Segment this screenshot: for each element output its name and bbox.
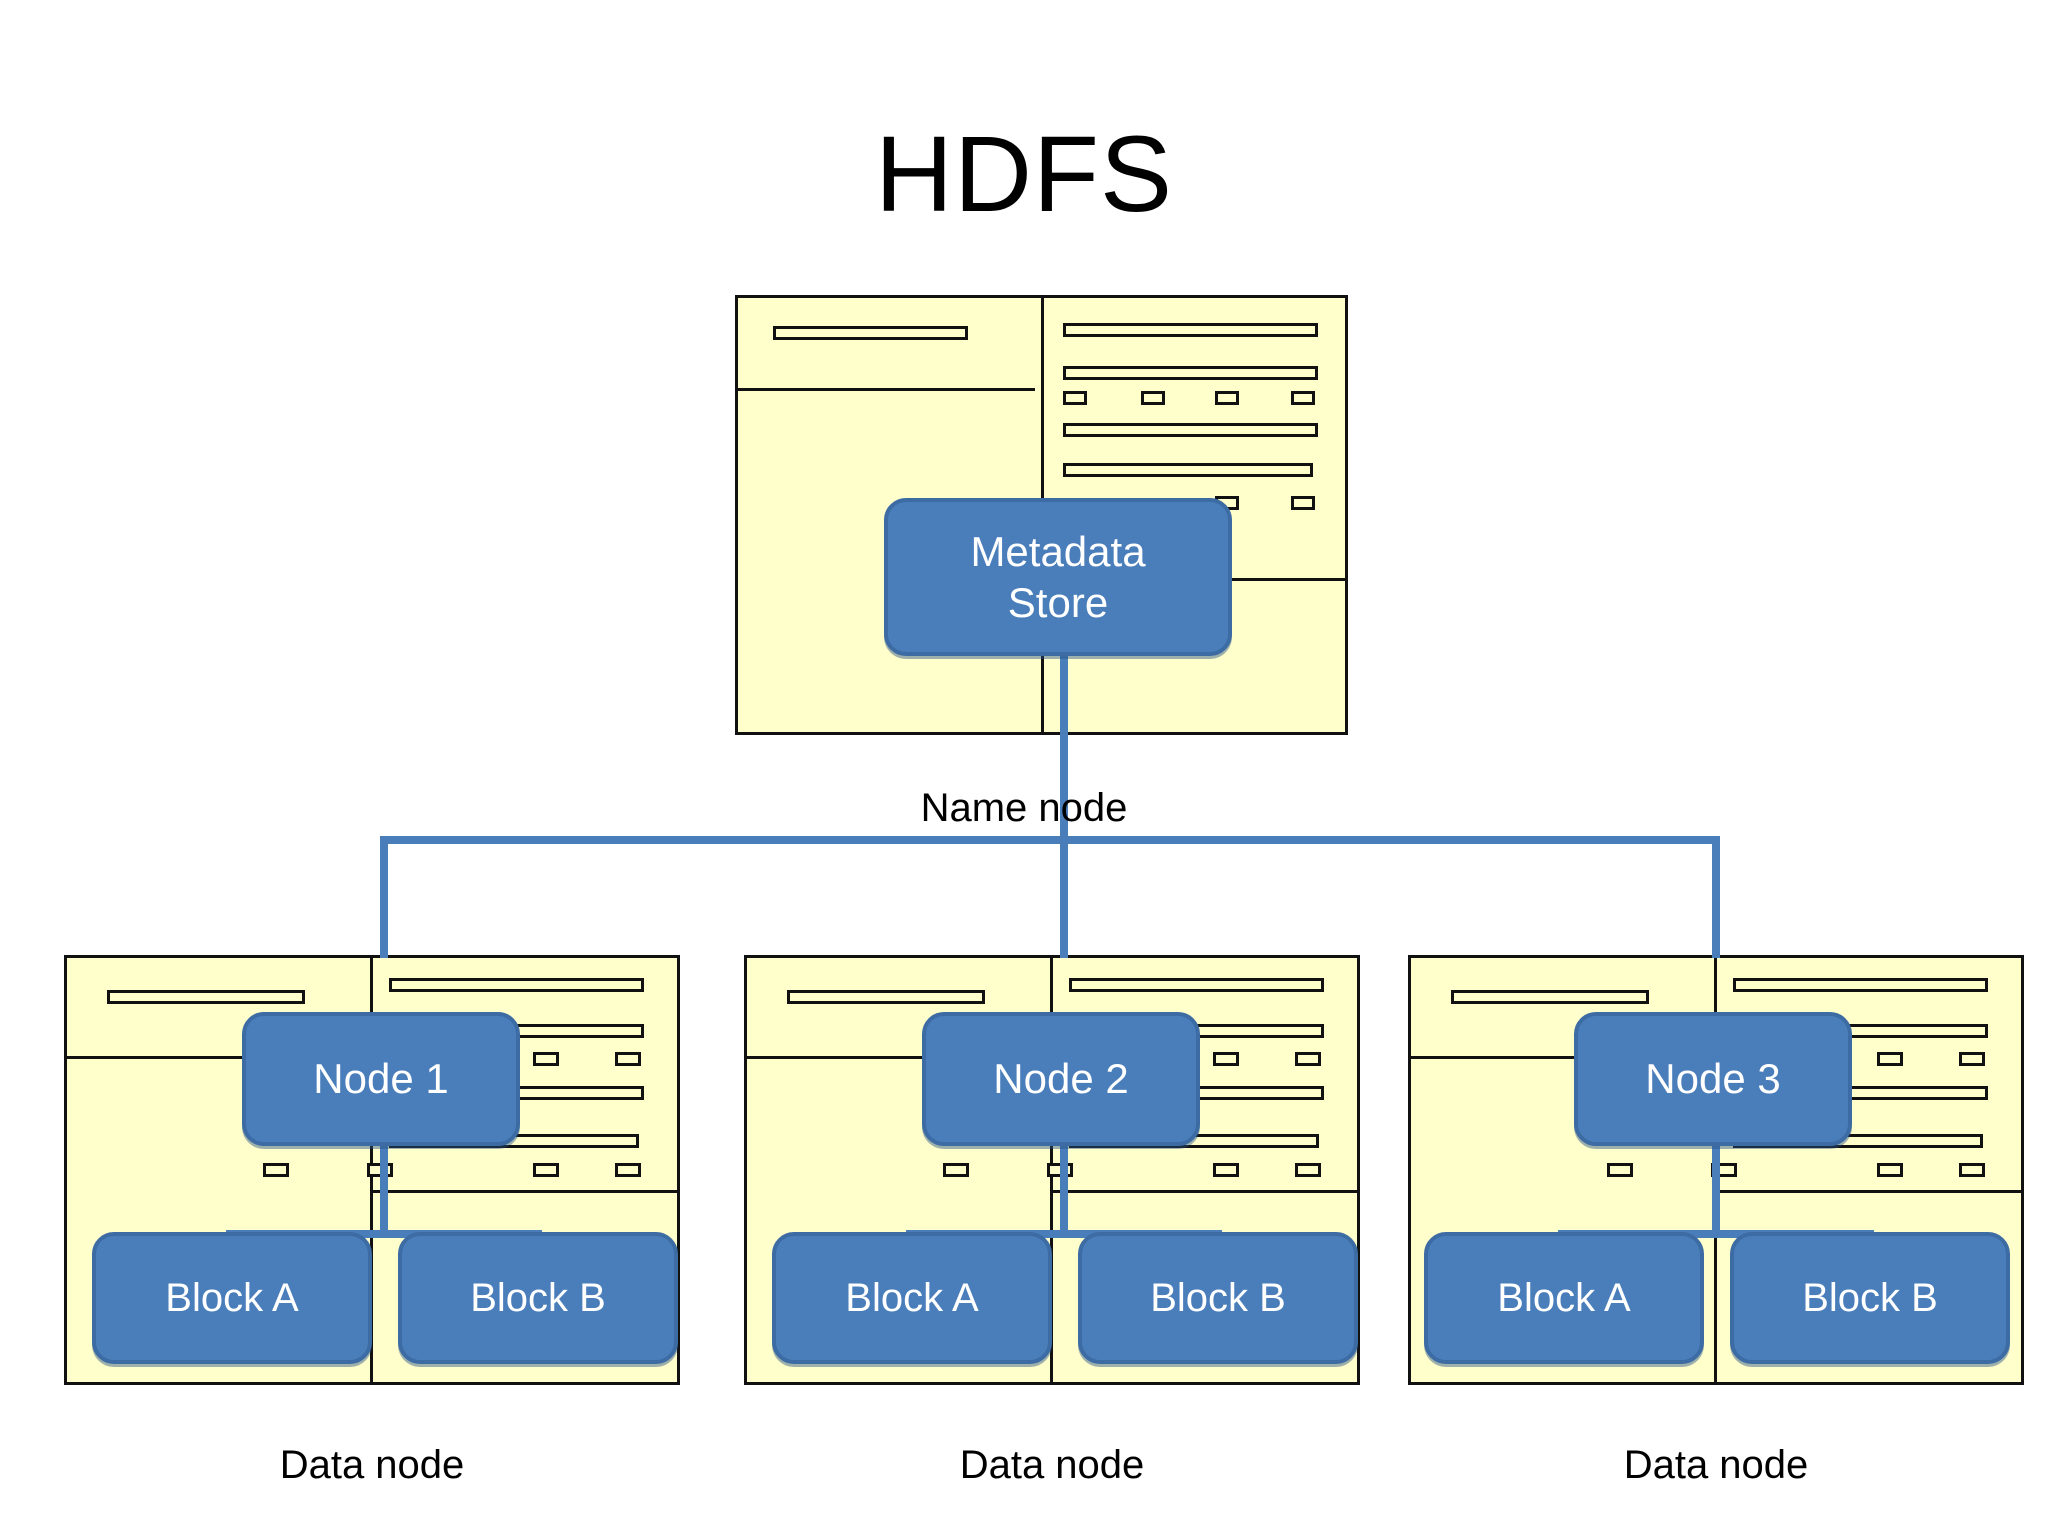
page-title: HDFS [875, 113, 1173, 234]
data-node-2-block-a[interactable]: Block A [772, 1232, 1052, 1364]
data-node-2-chip-2 [1295, 1052, 1321, 1066]
metadata-store-label-line2: Store [1007, 579, 1109, 626]
name-node-chip-3 [1215, 391, 1239, 405]
data-node-1-chip-5 [533, 1163, 559, 1177]
connector-drop-right [1712, 836, 1720, 958]
data-node-3-node-label: Node 3 [1645, 1055, 1781, 1103]
connector-bus-horizontal [380, 836, 1720, 844]
data-node-2-chip-1 [1213, 1052, 1239, 1066]
name-node-chip-4 [1291, 391, 1315, 405]
name-node-bay-r4 [1063, 463, 1313, 477]
data-node-3-bay-left [1451, 990, 1649, 1004]
data-node-2-chip-6 [1295, 1163, 1321, 1177]
data-node-2-left-divider [747, 1056, 1044, 1059]
connector-node3-branch [1558, 1230, 1874, 1238]
data-node-3-node-box[interactable]: Node 3 [1574, 1012, 1852, 1146]
connector-node2-stem [1060, 1115, 1068, 1235]
data-node-3-block-a[interactable]: Block A [1424, 1232, 1704, 1364]
name-node-bay-r2 [1063, 366, 1318, 380]
data-node-3-caption: Data node [1623, 1443, 1809, 1487]
data-node-1-block-b[interactable]: Block B [398, 1232, 678, 1364]
data-node-3-chip-6 [1959, 1163, 1985, 1177]
data-node-2-right-divider [1050, 1190, 1357, 1193]
data-node-1-caption: Data node [279, 1443, 465, 1487]
data-node-1-bay-r1 [389, 978, 644, 992]
name-node-left-divider [738, 388, 1035, 391]
data-node-3-block-b-label: Block B [1802, 1275, 1938, 1320]
data-node-3-chip-5 [1877, 1163, 1903, 1177]
name-node-chip-2 [1141, 391, 1165, 405]
data-node-1-chip-1 [533, 1052, 559, 1066]
data-node-2-block-a-label: Block A [845, 1275, 979, 1320]
data-node-2-node-box[interactable]: Node 2 [922, 1012, 1200, 1146]
data-node-3-block-b[interactable]: Block B [1730, 1232, 2010, 1364]
connector-node1-stem [380, 1115, 388, 1235]
data-node-2-bay-left [787, 990, 985, 1004]
data-node-3-right-divider [1714, 1190, 2021, 1193]
data-node-3-chip-3 [1607, 1163, 1633, 1177]
data-node-2-block-b[interactable]: Block B [1078, 1232, 1358, 1364]
data-node-2-bay-r1 [1069, 978, 1324, 992]
data-node-3-block-a-label: Block A [1497, 1275, 1631, 1320]
data-node-1-chip-2 [615, 1052, 641, 1066]
data-node-1-block-a[interactable]: Block A [92, 1232, 372, 1364]
data-node-3-chip-2 [1959, 1052, 1985, 1066]
data-node-2-node-label: Node 2 [993, 1055, 1129, 1103]
connector-node1-branch [226, 1230, 542, 1238]
data-node-3-chip-1 [1877, 1052, 1903, 1066]
name-node-caption: Name node [920, 786, 1128, 830]
data-node-1-node-box[interactable]: Node 1 [242, 1012, 520, 1146]
name-node-bay-r3 [1063, 423, 1318, 437]
data-node-1-chip-3 [263, 1163, 289, 1177]
metadata-store-label-line1: Metadata [970, 527, 1146, 575]
data-node-1-block-a-label: Block A [165, 1275, 299, 1320]
metadata-store-box[interactable]: Metadata Store [884, 498, 1232, 656]
data-node-3-bay-r1 [1733, 978, 1988, 992]
data-node-2-chip-5 [1213, 1163, 1239, 1177]
data-node-1-chip-6 [615, 1163, 641, 1177]
name-node-bay-r1 [1063, 323, 1318, 337]
data-node-1-node-label: Node 1 [313, 1055, 449, 1103]
name-node-chip-6 [1291, 496, 1315, 510]
data-node-2-block-b-label: Block B [1150, 1275, 1286, 1320]
connector-drop-center [1060, 836, 1068, 958]
name-node-bay-left [773, 326, 968, 340]
connector-namenode-trunk [1060, 650, 1068, 840]
data-node-2-caption: Data node [959, 1443, 1145, 1487]
connector-node2-branch [906, 1230, 1222, 1238]
data-node-1-bay-left [107, 990, 305, 1004]
data-node-1-left-divider [67, 1056, 364, 1059]
data-node-3-left-divider [1411, 1056, 1708, 1059]
connector-node3-stem [1712, 1115, 1720, 1235]
data-node-2-chip-3 [943, 1163, 969, 1177]
data-node-1-block-b-label: Block B [470, 1275, 606, 1320]
connector-drop-left [380, 836, 388, 958]
data-node-1-right-divider [370, 1190, 677, 1193]
name-node-chip-1 [1063, 391, 1087, 405]
